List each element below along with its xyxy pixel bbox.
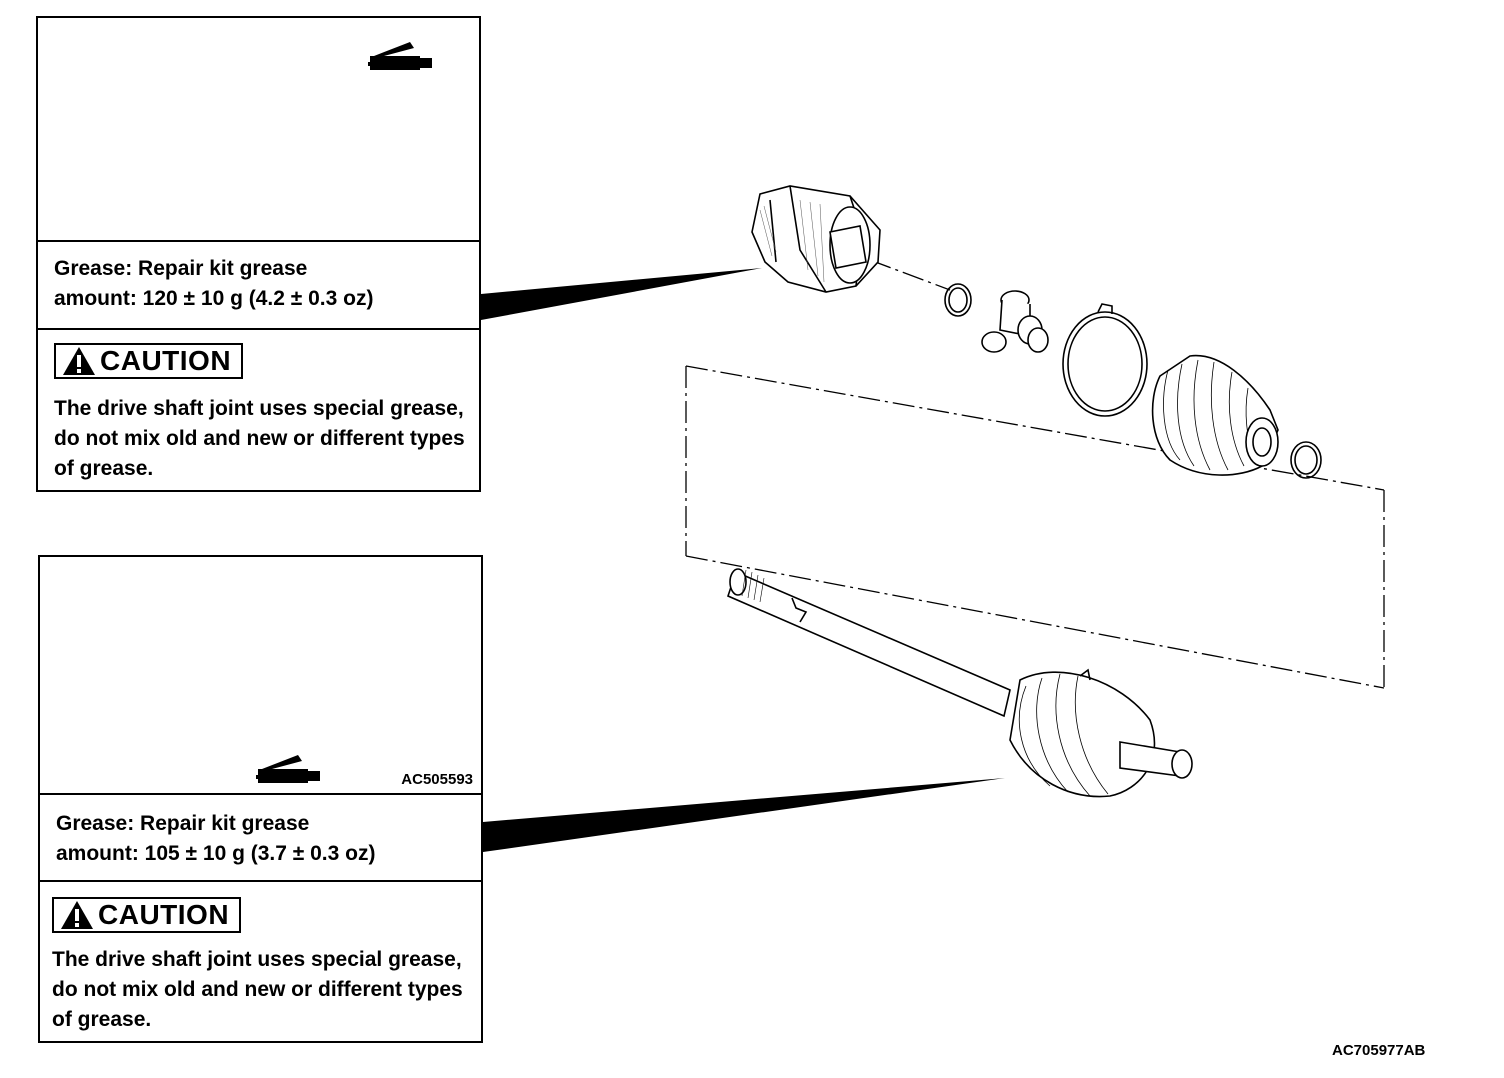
caution-label: CAUTION <box>98 899 230 930</box>
warning-triangle-icon <box>61 901 93 929</box>
grease-spec-line1: Grease: Repair kit grease <box>56 812 310 835</box>
leader-bottom <box>483 778 1005 852</box>
panel-divider <box>38 240 479 242</box>
grease-gun-icon <box>368 42 432 70</box>
guide-lines <box>685 259 1385 689</box>
joint-boot <box>1151 354 1279 476</box>
snap-ring-2 <box>1290 441 1322 479</box>
tripod-joint <box>981 290 1049 353</box>
caution-badge: CAUTION <box>54 343 244 379</box>
drive-shaft-assembly <box>727 568 1193 798</box>
caution-text: The drive shaft joint uses special greas… <box>54 397 465 480</box>
grease-spec-line1: Grease: Repair kit grease <box>54 257 308 280</box>
callout-panel-top: Grease: Repair kit grease amount: 120 ± … <box>36 16 481 492</box>
warning-triangle-icon <box>63 347 95 375</box>
snap-ring-1 <box>944 283 972 317</box>
panel-divider <box>40 793 481 795</box>
caution-badge: CAUTION <box>52 897 242 933</box>
grease-spec-line2: amount: 105 ± 10 g (3.7 ± 0.3 oz) <box>56 842 376 865</box>
figure-code: AC705977AB <box>1332 1042 1426 1059</box>
grease-gun-icon <box>256 755 320 783</box>
boot-band <box>1062 303 1148 417</box>
callout-panel-bottom: AC505593 Grease: Repair kit grease amoun… <box>38 555 483 1043</box>
panel-divider <box>38 328 479 330</box>
caution-label: CAUTION <box>100 345 232 376</box>
caution-text: The drive shaft joint uses special greas… <box>52 948 463 1031</box>
leader-top <box>481 268 762 320</box>
outer-joint-housing <box>751 185 881 293</box>
grease-spec-line2: amount: 120 ± 10 g (4.2 ± 0.3 oz) <box>54 287 374 310</box>
inset-figure-code: AC505593 <box>401 771 473 788</box>
panel-divider <box>40 880 481 882</box>
